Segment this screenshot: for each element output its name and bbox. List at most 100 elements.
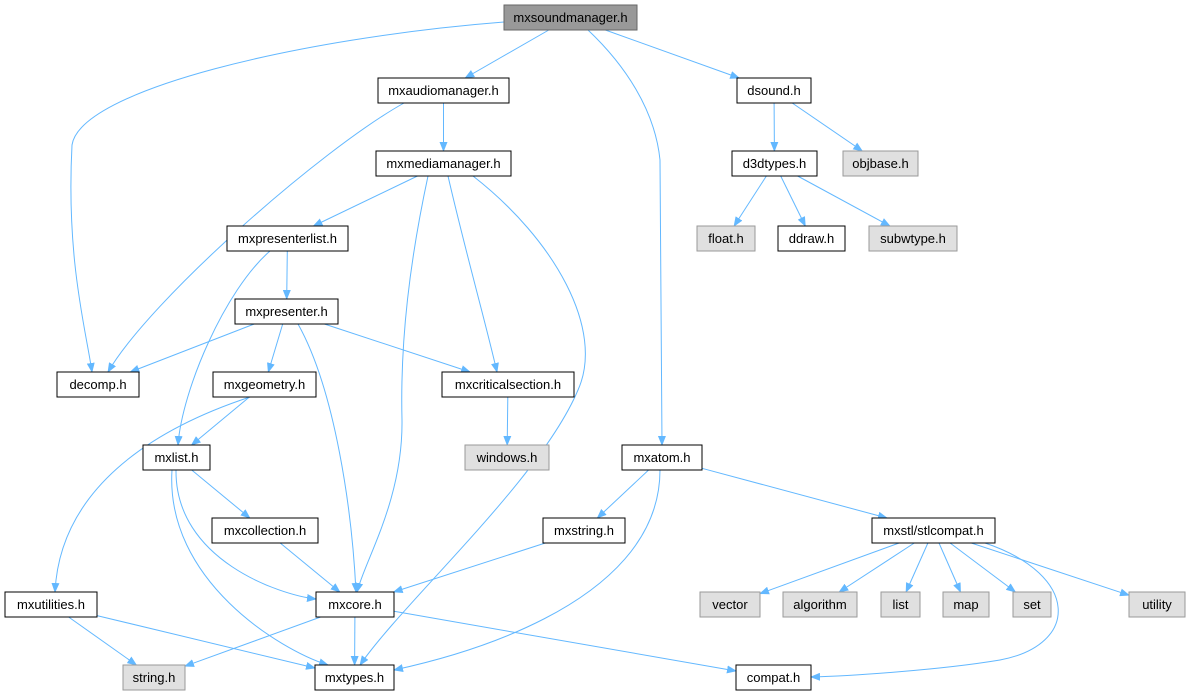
edge-line: [791, 102, 864, 152]
edge-line: [359, 175, 586, 666]
node-mxutilities[interactable]: mxutilities.h: [4, 591, 98, 618]
node-mxtypes[interactable]: mxtypes.h: [314, 664, 395, 691]
edge-mxsoundmanager-to-mxaudiomanager: [464, 29, 550, 79]
edge-line: [282, 250, 291, 300]
node-box: [56, 371, 140, 398]
node-box: [735, 664, 812, 691]
edge-line: [759, 542, 900, 595]
edge-mxlist-to-mxtypes: [171, 469, 329, 667]
node-mxcore[interactable]: mxcore.h: [315, 591, 395, 618]
node-box: [315, 591, 395, 618]
edge-mxsoundmanager-to-dsound: [605, 29, 741, 79]
edge-line: [297, 323, 360, 593]
node-box: [696, 225, 756, 252]
edge-mxstlcompat-to-vector: [759, 542, 900, 595]
edge-mxmediamanager-to-mxpresenterlist: [312, 175, 418, 227]
edge-mxlist-to-mxcore: [175, 469, 317, 602]
node-box: [699, 591, 761, 618]
node-windows: windows.h: [464, 444, 550, 471]
node-label: mxaudiomanager.h: [388, 83, 499, 98]
edge-line: [701, 467, 888, 520]
node-subwtype: subwtype.h: [868, 225, 958, 252]
node-label: mxsoundmanager.h: [513, 10, 627, 25]
node-box: [731, 150, 818, 177]
edge-line: [68, 616, 138, 666]
node-label: string.h: [133, 670, 176, 685]
node-decomp[interactable]: decomp.h: [56, 371, 140, 398]
edge-dsound-to-objbase: [791, 102, 864, 152]
edge-mxutilities-to-string: [68, 616, 138, 666]
edge-mxlist-to-mxcollection: [191, 469, 251, 519]
edge-line: [605, 29, 741, 79]
edge-line: [129, 323, 255, 373]
node-compat[interactable]: compat.h: [735, 664, 812, 691]
node-mxlist[interactable]: mxlist.h: [142, 444, 211, 471]
edge-d3dtypes-to-subwtype: [797, 175, 891, 227]
edge-line: [267, 323, 284, 373]
node-label: mxutilities.h: [17, 597, 85, 612]
node-label: mxcore.h: [328, 597, 381, 612]
node-label: mxatom.h: [633, 450, 690, 465]
node-mxstlcompat[interactable]: mxstl/stlcompat.h: [871, 517, 996, 544]
edge-line: [96, 615, 316, 670]
node-box: [842, 150, 919, 177]
node-label: mxcriticalsection.h: [455, 377, 561, 392]
edge-line: [596, 469, 649, 519]
node-label: d3dtypes.h: [743, 156, 807, 171]
node-box: [314, 664, 395, 691]
node-label: mxstring.h: [554, 523, 614, 538]
edge-mxpresenterlist-to-mxpresenter: [282, 250, 291, 300]
node-mxcollection[interactable]: mxcollection.h: [211, 517, 319, 544]
node-box: [211, 517, 319, 544]
node-box: [226, 225, 349, 252]
node-mxstring[interactable]: mxstring.h: [542, 517, 626, 544]
node-list: list: [880, 591, 921, 618]
node-box: [464, 444, 550, 471]
edge-line: [171, 469, 329, 667]
node-mxgeometry[interactable]: mxgeometry.h: [212, 371, 317, 398]
edge-mxstlcompat-to-utility: [971, 542, 1130, 597]
node-label: mxstl/stlcompat.h: [883, 523, 983, 538]
edge-line: [184, 616, 321, 667]
edge-mxutilities-to-mxtypes: [96, 615, 316, 670]
node-mxmediamanager[interactable]: mxmediamanager.h: [375, 150, 512, 177]
node-label: mxpresenter.h: [245, 304, 327, 319]
node-label: decomp.h: [69, 377, 126, 392]
node-dsound[interactable]: dsound.h: [736, 77, 812, 104]
edge-mxgeometry-to-mxlist: [190, 396, 250, 446]
edge-line: [355, 175, 429, 593]
edge-line: [175, 469, 317, 602]
node-label: mxgeometry.h: [224, 377, 305, 392]
edge-mxmediamanager-to-mxtypes: [359, 175, 586, 666]
node-mxcriticalsection[interactable]: mxcriticalsection.h: [441, 371, 575, 398]
node-map: map: [942, 591, 990, 618]
node-mxatom[interactable]: mxatom.h: [621, 444, 703, 471]
node-label: set: [1023, 597, 1041, 612]
edge-line: [447, 175, 499, 373]
edge-line: [324, 323, 472, 373]
node-box: [212, 371, 317, 398]
node-float: float.h: [696, 225, 756, 252]
edge-line: [70, 21, 505, 373]
edge-mxgeometry-to-mxutilities: [51, 396, 251, 593]
node-box: [234, 298, 339, 325]
node-mxaudiomanager[interactable]: mxaudiomanager.h: [377, 77, 510, 104]
edge-mxpresenter-to-mxcriticalsection: [324, 323, 472, 373]
node-d3dtypes[interactable]: d3dtypes.h: [731, 150, 818, 177]
node-vector: vector: [699, 591, 761, 618]
edge-mxpresenter-to-mxcore: [297, 323, 360, 593]
edge-mxpresenter-to-decomp: [129, 323, 255, 373]
edge-mxcriticalsection-to-windows: [503, 396, 512, 446]
edge-line: [587, 29, 666, 446]
edge-line: [780, 175, 806, 227]
edge-line: [971, 542, 1130, 597]
edges: [51, 21, 1130, 681]
node-box: [880, 591, 921, 618]
node-utility: utility: [1128, 591, 1186, 618]
node-label: subwtype.h: [880, 231, 946, 246]
node-mxpresenter[interactable]: mxpresenter.h: [234, 298, 339, 325]
node-mxpresenterlist[interactable]: mxpresenterlist.h: [226, 225, 349, 252]
node-ddraw[interactable]: ddraw.h: [777, 225, 846, 252]
node-box: [142, 444, 211, 471]
